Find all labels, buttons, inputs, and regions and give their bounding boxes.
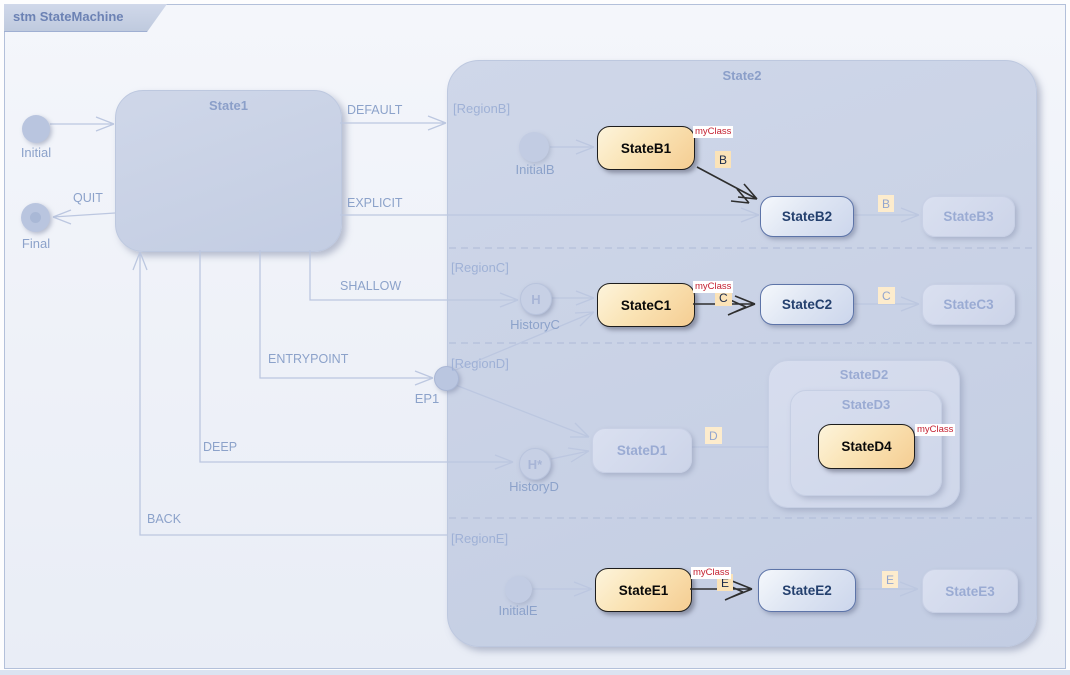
frame-title-tab: stm StateMachine (4, 4, 167, 32)
transition-entrypoint-label[interactable]: ENTRYPOINT (268, 352, 349, 366)
transition-quit-label[interactable]: QUIT (73, 191, 103, 205)
region-c-label: [RegionC] (451, 260, 509, 275)
historyd-glyph: H* (527, 456, 543, 472)
stateb2-label: StateB2 (781, 209, 833, 224)
historyd-label: HistoryD (509, 479, 559, 494)
region-b-label: [RegionB] (453, 101, 511, 116)
initialb-label: InitialB (515, 162, 555, 177)
state2-title: State2 (722, 68, 762, 83)
transition-shallow-label[interactable]: SHALLOW (340, 279, 402, 293)
frame-title: stm StateMachine (13, 9, 124, 24)
state-statee2[interactable]: StateE2 (758, 569, 856, 612)
state-statee1[interactable]: StateE1 (595, 568, 692, 612)
statec2-label: StateC2 (781, 297, 833, 312)
historyc-node[interactable]: H (520, 283, 552, 315)
state-stateb1[interactable]: StateB1 (597, 126, 695, 170)
statee1-label: StateE1 (618, 582, 669, 598)
transition-default-label[interactable]: DEFAULT (347, 103, 403, 117)
initialb-node[interactable] (519, 132, 549, 162)
stereotype-stateb1: myClass (693, 126, 734, 138)
state-statec2[interactable]: StateC2 (760, 284, 854, 325)
ep1-label: EP1 (414, 391, 440, 406)
statec3-label: StateC3 (943, 297, 994, 312)
stateb3-label: StateB3 (943, 209, 994, 224)
historyc-glyph: H (531, 291, 541, 307)
region-e-label: [RegionE] (451, 531, 509, 546)
state-stated4[interactable]: StateD4 (818, 424, 915, 469)
statec1-label: StateC1 (620, 297, 672, 313)
page-edge-strip (0, 670, 1070, 675)
trigger-b-next-badge[interactable]: B (878, 195, 895, 213)
statee3-label: StateE3 (945, 583, 995, 599)
transition-back-label[interactable]: BACK (147, 512, 182, 526)
state-stateb2[interactable]: StateB2 (760, 196, 854, 237)
stated2-title: StateD2 (839, 367, 889, 382)
region-d-label: [RegionD] (451, 356, 509, 371)
initial-label: Initial (20, 145, 52, 160)
stated4-label: StateD4 (841, 439, 892, 454)
transition-deep-label[interactable]: DEEP (203, 440, 238, 454)
stated1-label: StateD1 (616, 443, 668, 458)
state-stateb3[interactable]: StateB3 (922, 196, 1015, 237)
trigger-e-next-badge[interactable]: E (882, 571, 899, 589)
state-state1[interactable]: State1 (115, 90, 342, 252)
initial-node[interactable] (22, 115, 50, 143)
historyd-node[interactable]: H* (519, 448, 551, 480)
stateb1-label: StateB1 (620, 140, 672, 156)
trigger-d-badge[interactable]: D (705, 427, 722, 445)
final-node-inner (30, 212, 41, 223)
transition-explicit-label[interactable]: EXPLICIT (347, 196, 403, 210)
state1-title: State1 (208, 98, 249, 113)
state-statee3[interactable]: StateE3 (922, 569, 1018, 613)
stereotype-statee1: myClass (691, 567, 732, 579)
final-label: Final (21, 236, 51, 251)
state-stated1[interactable]: StateD1 (592, 428, 692, 473)
final-node[interactable] (21, 203, 50, 232)
stereotype-stated4: myClass (915, 424, 956, 436)
stated3-title: StateD3 (841, 397, 891, 412)
state-statec3[interactable]: StateC3 (922, 284, 1015, 325)
trigger-c-next-badge[interactable]: C (878, 287, 895, 305)
stereotype-statec1: myClass (693, 281, 734, 293)
initiale-label: InitialE (498, 603, 538, 618)
historyc-label: HistoryC (510, 317, 560, 332)
state-statec1[interactable]: StateC1 (597, 283, 695, 327)
statee2-label: StateE2 (782, 583, 832, 598)
initiale-node[interactable] (505, 576, 532, 603)
trigger-b-badge[interactable]: B (715, 151, 732, 169)
